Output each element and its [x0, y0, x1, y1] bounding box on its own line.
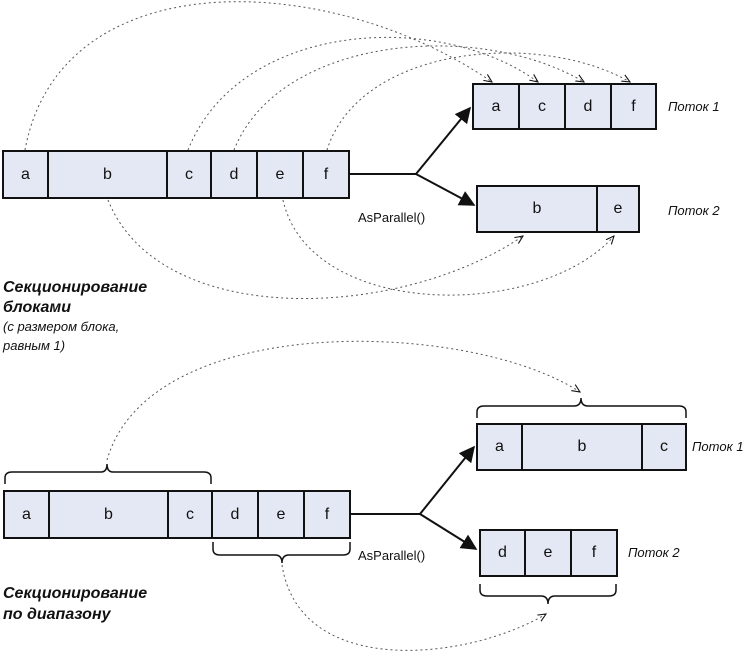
chunk-stream2-label: Поток 2 — [668, 203, 720, 218]
chunk-section: a b c d e f — [2, 1, 720, 353]
svg-text:b: b — [578, 438, 587, 455]
svg-text:c: c — [538, 98, 546, 115]
range-brace-stream1 — [476, 397, 687, 418]
range-stream1-label: Поток 1 — [692, 439, 744, 454]
link-c-to-stream1 — [187, 36, 538, 151]
range-operator-label: AsParallel() — [358, 548, 425, 563]
chunk-note-line2: равным 1) — [2, 338, 65, 353]
svg-text:c: c — [186, 506, 194, 523]
svg-text:b: b — [103, 166, 112, 183]
range-stream1-cell-a: a — [476, 423, 523, 471]
svg-text:f: f — [592, 544, 597, 561]
cell-b: b — [47, 150, 168, 199]
range-brace-abc — [4, 463, 212, 484]
range-title-line1: Секционирование — [3, 585, 147, 602]
range-stream1-cell-b: b — [521, 423, 643, 471]
chunk-title-line1: Секционирование — [3, 279, 147, 296]
range-stream2-cell-f: f — [570, 529, 618, 577]
svg-text:a: a — [492, 98, 501, 115]
range-links — [106, 340, 580, 651]
svg-text:f: f — [325, 506, 330, 523]
chunk-operator-label: AsParallel() — [358, 210, 425, 225]
link-b-to-stream2 — [107, 199, 523, 300]
range-source-strip: a b c d e f — [3, 490, 351, 539]
chunk-stream2: b e Поток 2 — [476, 185, 720, 233]
svg-text:f: f — [631, 98, 636, 115]
link-abc-to-stream1 — [106, 340, 580, 461]
svg-text:c: c — [660, 438, 668, 455]
svg-text:e: e — [277, 506, 286, 523]
svg-text:d: d — [231, 506, 240, 523]
range-cell-f: f — [303, 490, 351, 539]
chunk-stream2-links — [107, 199, 614, 300]
range-stream2: d e f Поток 2 — [479, 529, 680, 577]
svg-text:e: e — [276, 166, 285, 183]
chunk-splitter: AsParallel() — [349, 106, 476, 225]
range-stream1-cell-c: c — [641, 423, 687, 471]
range-cell-c: c — [167, 490, 213, 539]
stream2-cell-e: e — [596, 185, 640, 233]
link-d-to-stream1 — [233, 45, 584, 151]
svg-text:b: b — [104, 506, 113, 523]
cell-f: f — [302, 150, 350, 199]
svg-text:c: c — [185, 166, 193, 183]
cell-a: a — [2, 150, 49, 199]
cell-d: d — [210, 150, 258, 199]
range-cell-a: a — [3, 490, 50, 539]
svg-text:d: d — [498, 544, 507, 561]
stream1-cell-f: f — [610, 83, 657, 130]
range-brace-stream2 — [479, 584, 617, 605]
range-splitter: AsParallel() — [350, 445, 478, 563]
svg-text:a: a — [21, 166, 30, 183]
range-stream2-cell-e: e — [524, 529, 572, 577]
cell-c: c — [166, 150, 212, 199]
svg-text:e: e — [544, 544, 553, 561]
svg-text:d: d — [230, 166, 239, 183]
range-cell-d: d — [211, 490, 259, 539]
chunk-stream1-label: Поток 1 — [668, 99, 720, 114]
stream1-cell-c: c — [518, 83, 566, 130]
cell-e: e — [256, 150, 304, 199]
range-stream2-label: Поток 2 — [628, 545, 680, 560]
range-title-line2: по диапазону — [3, 606, 112, 623]
link-a-to-stream1 — [24, 1, 492, 151]
svg-text:f: f — [324, 166, 329, 183]
stream1-cell-d: d — [564, 83, 612, 130]
range-brace-def — [212, 542, 351, 564]
chunk-stream1: a c d f Поток 1 — [472, 83, 720, 130]
range-caption: Секционирование по диапазону — [3, 585, 147, 623]
svg-text:b: b — [533, 200, 542, 217]
svg-text:e: e — [614, 200, 623, 217]
range-cell-b: b — [48, 490, 169, 539]
range-cell-e: e — [257, 490, 305, 539]
range-stream1: a b c Поток 1 — [476, 423, 744, 471]
stream1-cell-a: a — [472, 83, 520, 130]
chunk-stream1-links — [24, 1, 630, 151]
range-stream2-cell-d: d — [479, 529, 526, 577]
chunk-note-line1: (с размером блока, — [3, 319, 119, 334]
svg-text:a: a — [22, 506, 31, 523]
stream2-cell-b: b — [476, 185, 598, 233]
range-section: a b c d e f — [3, 340, 744, 651]
svg-text:a: a — [495, 438, 504, 455]
chunk-caption: Секционирование блоками (с размером блок… — [2, 279, 147, 353]
link-def-to-stream2 — [281, 564, 546, 651]
chunk-title-line2: блоками — [3, 299, 71, 316]
svg-text:d: d — [584, 98, 593, 115]
chunk-source-strip: a b c d e f — [2, 150, 350, 199]
